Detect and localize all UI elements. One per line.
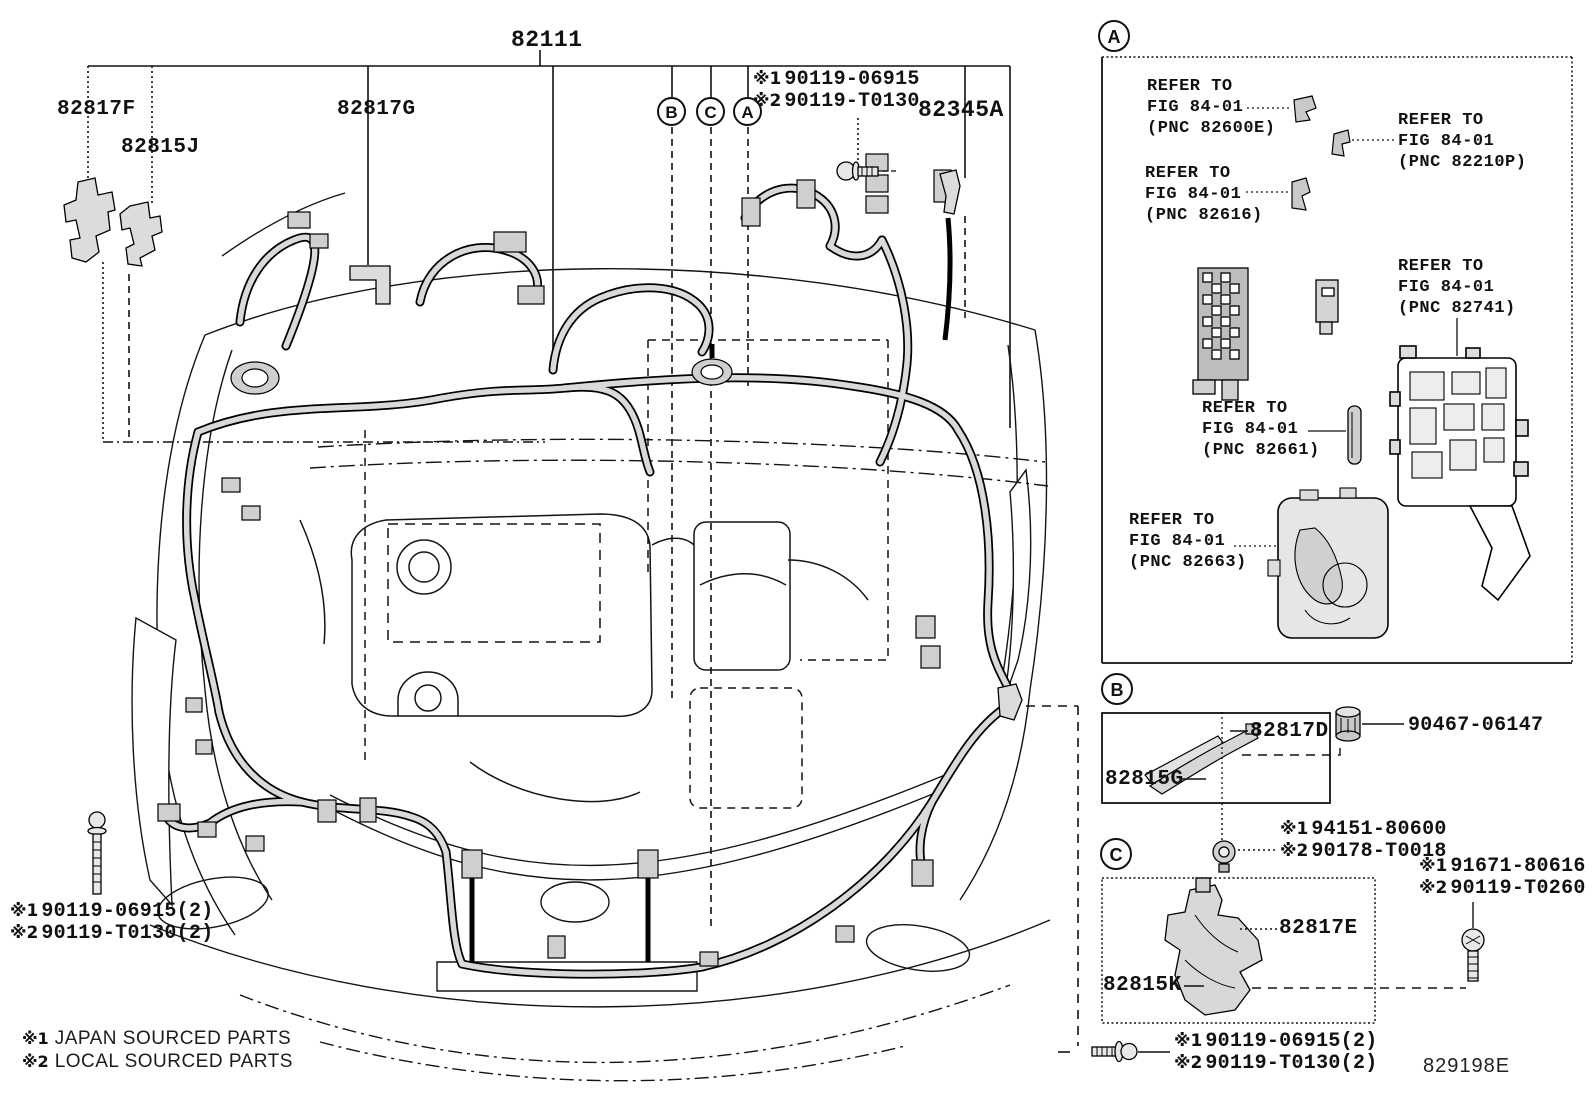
legend-text: LOCAL SOURCED PARTS: [54, 1051, 293, 1072]
ref-mark: ※1: [1174, 1031, 1203, 1051]
refer-note-82661[interactable]: REFER TO FIG 84-01 (PNC 82661): [1202, 398, 1320, 461]
refer-note-82600E[interactable]: REFER TO FIG 84-01 (PNC 82600E): [1147, 76, 1275, 139]
small-relay-glyph: [1315, 279, 1339, 335]
callout-circle-b[interactable]: B: [657, 97, 686, 126]
refer-line: REFER TO: [1398, 257, 1484, 276]
refer-line: FIG 84-01: [1202, 420, 1299, 439]
refer-line: REFER TO: [1398, 111, 1484, 130]
refer-line: (PNC 82616): [1145, 206, 1263, 225]
ref-mark: ※2: [1419, 878, 1448, 898]
fastener-number: 90119-06915(2): [41, 900, 214, 923]
refer-line: REFER TO: [1129, 511, 1215, 530]
refer-note-82741[interactable]: REFER TO FIG 84-01 (PNC 82741): [1398, 256, 1516, 319]
fastener-number: 90119-T0130(2): [1205, 1052, 1378, 1075]
bolt-icon-b: [1212, 840, 1236, 873]
panel-b-letter[interactable]: B: [1101, 673, 1133, 705]
refer-line: REFER TO: [1202, 399, 1288, 418]
refer-line: FIG 84-01: [1398, 278, 1495, 297]
panel-c-letter[interactable]: C: [1100, 838, 1132, 870]
panel-a-clip-glyphs: [1291, 95, 1351, 211]
panel-a-letter[interactable]: A: [1098, 20, 1130, 52]
refer-line: FIG 84-01: [1398, 132, 1495, 151]
part-label-82815K[interactable]: 82815K: [1103, 974, 1182, 997]
ref-mark: ※2: [10, 923, 39, 943]
panel-c-leaders: [1138, 902, 1474, 1053]
drawing-code: 829198E: [1423, 1055, 1511, 1077]
refer-line: FIG 84-01: [1147, 98, 1244, 117]
refer-line: (PNC 82663): [1129, 553, 1247, 572]
callout-circle-c[interactable]: C: [696, 97, 725, 126]
legend-text: JAPAN SOURCED PARTS: [54, 1028, 292, 1049]
part-label-82817F[interactable]: 82817F: [57, 98, 136, 121]
fastener-number: 90119-T0260: [1450, 877, 1586, 900]
callout-bracket-lines: [87, 50, 1011, 928]
ref-mark: ※1: [753, 69, 782, 89]
car-body-outline: [103, 192, 1051, 1082]
refer-note-82210P[interactable]: REFER TO FIG 84-01 (PNC 82210P): [1398, 110, 1526, 173]
fastener-number: 90178-T0018: [1311, 840, 1447, 863]
harness-stubs: [469, 217, 953, 962]
fastener-number: 90119-T0130(2): [41, 922, 214, 945]
part-label-90467-06147[interactable]: 90467-06147: [1408, 714, 1544, 737]
side-bar-part-glyph: [1347, 405, 1362, 465]
fastener-number: 90119-06915: [784, 68, 920, 91]
ref-mark: ※1: [10, 901, 39, 921]
panel-a-leaders: [1234, 107, 1458, 547]
panel-a-box: [1101, 56, 1573, 664]
part-label-82345A[interactable]: 82345A: [918, 97, 1004, 123]
fuse-block-checkered-glyph: [1192, 267, 1249, 401]
ref-mark: ※2: [753, 91, 782, 111]
fastener-number: 90119-06915(2): [1205, 1030, 1378, 1053]
ref-mark: ※2: [1174, 1053, 1203, 1073]
screw-icon-c: [1461, 928, 1485, 982]
ref-mark: ※2: [22, 1052, 49, 1071]
panel-b-leaders: [1182, 723, 1404, 851]
refer-note-82616[interactable]: REFER TO FIG 84-01 (PNC 82616): [1145, 163, 1263, 226]
refer-line: FIG 84-01: [1145, 185, 1242, 204]
panel-c-box: [1101, 877, 1376, 1024]
ref-mark: ※1: [1280, 819, 1309, 839]
panel-b-part-glyph: [1144, 712, 1259, 800]
panel-c-part-glyph: [1164, 877, 1263, 1016]
callout-circle-a[interactable]: A: [733, 97, 762, 126]
ref-mark: ※1: [22, 1029, 49, 1048]
engine-drawing: [299, 339, 889, 809]
part-label-82815G[interactable]: 82815G: [1105, 768, 1184, 791]
part-label-82815J[interactable]: 82815J: [121, 136, 200, 159]
refer-note-82663[interactable]: REFER TO FIG 84-01 (PNC 82663): [1129, 510, 1247, 573]
harness-connectors: [157, 153, 952, 967]
refer-line: (PNC 82661): [1202, 441, 1320, 460]
fastener-number: 90119-T0130: [784, 90, 920, 113]
refer-line: REFER TO: [1147, 77, 1233, 96]
fastener-number: 94151-80600: [1311, 818, 1447, 841]
screw-icon-bottom: [1091, 1040, 1138, 1063]
refer-line: REFER TO: [1145, 164, 1231, 183]
screw-icons-main: [87, 161, 898, 895]
panel-leader-dashes: [1026, 705, 1079, 1053]
fuse-box-glyph: [1389, 345, 1531, 602]
refer-line: (PNC 82741): [1398, 299, 1516, 318]
refer-line: FIG 84-01: [1129, 532, 1226, 551]
part-label-82817E[interactable]: 82817E: [1279, 917, 1358, 940]
refer-line: (PNC 82600E): [1147, 119, 1276, 138]
ref-mark: ※2: [1280, 841, 1309, 861]
part-label-82111[interactable]: 82111: [511, 27, 583, 53]
bracket-part-glyphs: [63, 169, 1023, 721]
refer-line: (PNC 82210P): [1398, 153, 1527, 172]
grommet-icon: [1335, 706, 1361, 742]
panel-b-box: [1101, 712, 1331, 804]
part-label-82817D[interactable]: 82817D: [1250, 720, 1329, 743]
relay-cover-glyph: [1267, 487, 1389, 639]
part-label-82817G[interactable]: 82817G: [337, 98, 416, 121]
fastener-number: 91671-80616: [1450, 855, 1586, 878]
ref-mark: ※1: [1419, 856, 1448, 876]
sourced-parts-legend: ※1 JAPAN SOURCED PARTS ※2 LOCAL SOURCED PA…: [22, 1028, 293, 1074]
